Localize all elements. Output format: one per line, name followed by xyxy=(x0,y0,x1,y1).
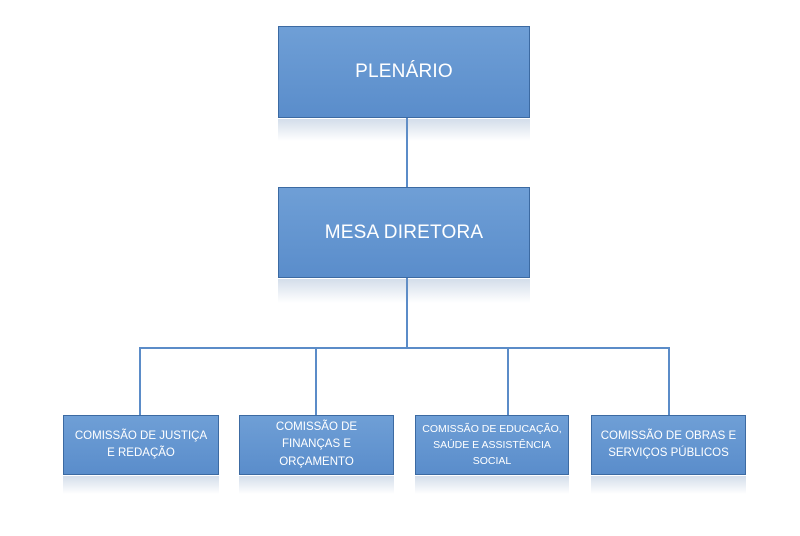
node-comissao-justica-label: COMISSÃO DE JUSTIÇA E REDAÇÃO xyxy=(74,429,208,459)
node-comissao-justica-reflection xyxy=(63,476,219,494)
connector-mesa-down xyxy=(406,278,408,348)
node-comissao-educacao-label: COMISSÃO DE EDUCAÇÃO, SAÚDE E ASSISTÊNCI… xyxy=(422,422,562,468)
node-comissao-obras-label: COMISSÃO DE OBRAS E SERVIÇOS PÚBLICOS xyxy=(600,429,737,459)
node-comissao-justica: COMISSÃO DE JUSTIÇA E REDAÇÃO xyxy=(63,415,219,475)
connector-committee-4 xyxy=(668,347,670,415)
connector-horizontal-bar xyxy=(139,347,670,349)
node-mesa-diretora-reflection xyxy=(278,279,530,303)
node-comissao-educacao-reflection xyxy=(415,476,569,494)
node-mesa-diretora-label: MESA DIRETORA xyxy=(324,221,484,243)
node-comissao-educacao: COMISSÃO DE EDUCAÇÃO, SAÚDE E ASSISTÊNCI… xyxy=(415,415,569,475)
node-comissao-financas: COMISSÃO DE FINANÇAS E ORÇAMENTO xyxy=(239,415,394,475)
connector-committee-3 xyxy=(507,347,509,415)
node-comissao-obras-reflection xyxy=(591,476,746,494)
connector-committee-1 xyxy=(139,347,141,415)
node-mesa-diretora: MESA DIRETORA xyxy=(278,187,530,278)
node-comissao-financas-reflection xyxy=(239,476,394,494)
node-plenario-reflection xyxy=(278,119,530,141)
node-comissao-financas-label: COMISSÃO DE FINANÇAS E ORÇAMENTO xyxy=(275,421,358,468)
connector-committee-2 xyxy=(315,347,317,415)
node-comissao-obras: COMISSÃO DE OBRAS E SERVIÇOS PÚBLICOS xyxy=(591,415,746,475)
node-plenario: PLENÁRIO xyxy=(278,26,530,118)
connector-plenario-mesa xyxy=(406,118,408,194)
node-plenario-label: PLENÁRIO xyxy=(355,61,453,82)
